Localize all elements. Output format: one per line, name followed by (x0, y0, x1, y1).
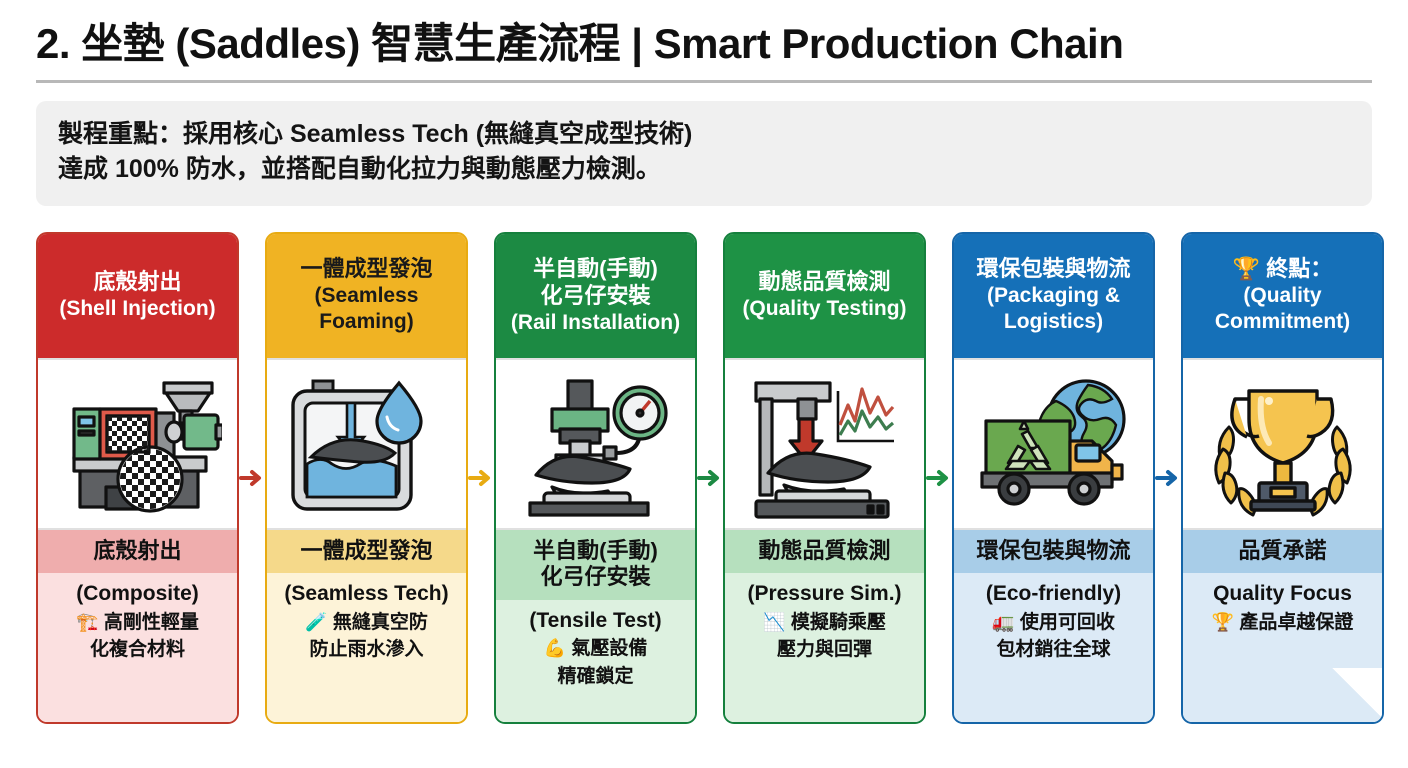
recycling-truck-globe-icon (954, 358, 1153, 530)
step-title-en: (Rail Installation) (510, 310, 681, 334)
tensile-press-gauge-icon (496, 358, 695, 530)
step-note-line-1: 氣壓設備 (571, 638, 648, 660)
step-band-label: 半自動(手動) 化弓仔安裝 (496, 530, 695, 600)
step-title-en-line-2: Foaming) (319, 309, 414, 333)
step-title-en: (Quality Testing) (742, 297, 907, 321)
step-title-zh-line-1: 半自動(手動) (533, 255, 658, 281)
flow-step-seamless-foaming[interactable]: 一體成型發泡 (Seamless Foaming) 一體成型發泡 (Se (265, 232, 468, 724)
step-band-label: 品質承諾 (1183, 530, 1382, 574)
step-header: 底殼射出 (Shell Injection) (38, 234, 237, 358)
step-note: 🏆 產品卓越保證 (1188, 611, 1377, 636)
flow-step-quality-commitment[interactable]: 🏆 終點： (Quality Commitment) (1181, 232, 1384, 724)
arrow-right-icon-1 (239, 232, 265, 724)
crane-icon: 🏗️ (76, 611, 99, 632)
step-title-zh: 環保包裝與物流 (976, 256, 1131, 282)
muscle-icon: 💪 (543, 638, 567, 659)
step-band-label: 動態品質檢測 (725, 530, 924, 574)
flow-step-packaging-logistics[interactable]: 環保包裝與物流 (Packaging & Logistics) (952, 232, 1155, 724)
page-title: 2. 坐墊 (Saddles) 智慧生產流程 | Smart Productio… (36, 20, 1124, 67)
arrow-right-icon-2 (468, 232, 494, 724)
step-title-zh: 一體成型發泡 (300, 256, 433, 282)
step-footer: (Eco-friendly) 🚛 使用可回收 包材銷往全球 (954, 573, 1153, 722)
trophy-laurel-icon (1183, 358, 1382, 530)
test-tube-icon: 🧪 (305, 611, 328, 632)
vacuum-foaming-tank-icon (267, 358, 466, 530)
step-note: 🚛 使用可回收 (959, 611, 1148, 636)
step-note-line-2: 防止雨水滲入 (309, 639, 424, 661)
step-header: 半自動(手動) 化弓仔安裝 (Rail Installation) (496, 234, 695, 358)
chart-decreasing-icon: 📉 (763, 611, 786, 632)
step-title-zh-line-2: 化弓仔安裝 (540, 282, 651, 308)
step-band-label: 一體成型發泡 (267, 530, 466, 574)
step-title-zh: 動態品質檢測 (758, 269, 891, 295)
step-note: 🧪 無縫真空防 (272, 611, 461, 636)
arrow-right-icon-4 (926, 232, 952, 724)
injection-molding-machine-icon (38, 358, 237, 530)
step-footer: Quality Focus 🏆 產品卓越保證 (1183, 573, 1382, 722)
step-title-en: (Shell Injection) (59, 297, 216, 321)
arrow-right-icon-5 (1155, 232, 1181, 724)
step-band-line-1: 半自動(手動) (533, 538, 658, 563)
step-foot-en: (Composite) (76, 582, 199, 606)
step-note-line-1: 使用可回收 (1019, 611, 1115, 633)
step-note-line-2: 包材銷往全球 (996, 639, 1111, 661)
flow-step-quality-testing[interactable]: 動態品質檢測 (Quality Testing) (723, 232, 926, 724)
step-note-line-1: 高剛性輕量 (103, 611, 199, 633)
step-foot-en: (Pressure Sim.) (747, 582, 902, 606)
step-title-en-line-1: (Packaging & (986, 284, 1121, 308)
step-title-zh: 底殼射出 (93, 269, 182, 295)
delivery-truck-icon: 🚛 (992, 611, 1015, 632)
step-note-line-2: 精確鎖定 (557, 665, 634, 687)
flow-step-shell-injection[interactable]: 底殼射出 (Shell Injection) (36, 232, 239, 724)
step-header: 🏆 終點： (Quality Commitment) (1183, 234, 1382, 358)
step-footer: (Tensile Test) 💪 氣壓設備 精確鎖定 (496, 599, 695, 722)
arrow-right-icon-3 (697, 232, 723, 724)
step-title-zh: 🏆 終點： (1232, 256, 1333, 282)
step-title-en-line-2: Commitment) (1214, 309, 1351, 333)
step-note-line-1: 模擬騎乘壓 (790, 611, 886, 633)
step-band-line-2: 化弓仔安裝 (540, 564, 651, 590)
step-foot-en: Quality Focus (1213, 582, 1352, 606)
step-footer: (Seamless Tech) 🧪 無縫真空防 防止雨水滲入 (267, 573, 466, 722)
step-band-label: 環保包裝與物流 (954, 530, 1153, 574)
step-title-en-line-2: Logistics) (1003, 309, 1104, 333)
process-flow: 底殼射出 (Shell Injection) (36, 232, 1384, 724)
trophy-emoji-icon: 🏆 (1211, 611, 1235, 632)
step-band-label: 底殼射出 (38, 530, 237, 574)
step-footer: (Composite) 🏗️ 高剛性輕量 化複合材料 (38, 573, 237, 722)
step-note-line-2: 壓力與回彈 (776, 639, 872, 661)
step-foot-en: (Seamless Tech) (284, 582, 449, 606)
step-note-line-2: 化複合材料 (89, 639, 185, 661)
title-divider (36, 79, 1372, 83)
step-title-en-line-1: (Quality (1243, 284, 1322, 308)
step-note: 📉 模擬騎乘壓 (730, 611, 919, 636)
step-note-line-1: 產品卓越保證 (1239, 611, 1354, 633)
step-foot-en: (Tensile Test) (529, 608, 662, 632)
step-footer: (Pressure Sim.) 📉 模擬騎乘壓 壓力與回彈 (725, 573, 924, 722)
step-note: 💪 氣壓設備 (501, 637, 690, 662)
step-foot-en: (Eco-friendly) (985, 582, 1122, 606)
step-header: 動態品質檢測 (Quality Testing) (725, 234, 924, 358)
summary-panel: 製程重點：採用核心 Seamless Tech (無縫真空成型技術) 達成 10… (36, 100, 1372, 206)
flow-step-rail-installation[interactable]: 半自動(手動) 化弓仔安裝 (Rail Installation) (494, 232, 697, 724)
summary-line-2: 達成 100% 防水，並搭配自動化拉力與動態壓力檢測。 (58, 155, 661, 183)
step-header: 一體成型發泡 (Seamless Foaming) (267, 234, 466, 358)
step-note: 🏗️ 高剛性輕量 (43, 611, 232, 636)
pressure-simulation-rig-icon (725, 358, 924, 530)
summary-line-1: 製程重點：採用核心 Seamless Tech (無縫真空成型技術) (58, 119, 693, 148)
step-header: 環保包裝與物流 (Packaging & Logistics) (954, 234, 1153, 358)
step-note-line-1: 無縫真空防 (332, 611, 428, 633)
title-area: 2. 坐墊 (Saddles) 智慧生產流程 | Smart Productio… (0, 0, 1408, 71)
step-title-en-line-1: (Seamless (314, 284, 419, 308)
